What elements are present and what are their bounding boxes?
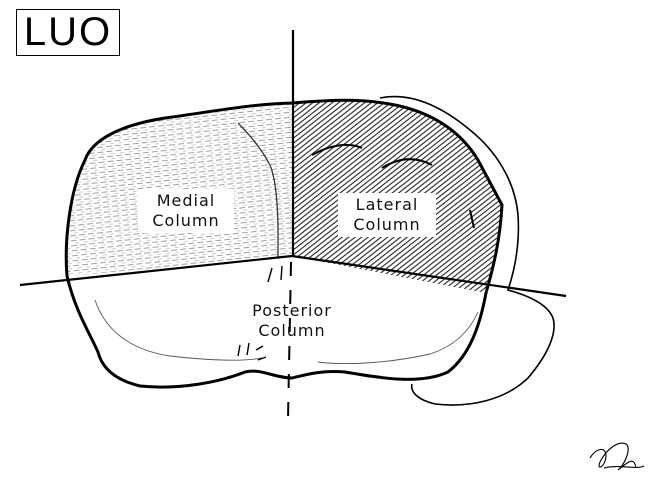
medial-label-line1: Medial [142,191,230,211]
posterior-column-label: Posterior Column [240,299,344,343]
medial-label-line2: Column [142,211,230,231]
signature-mark [590,443,644,470]
medial-column-label: Medial Column [138,189,234,233]
posterior-label-line1: Posterior [244,301,340,321]
lateral-column-label: Lateral Column [338,193,436,237]
posterior-label-line2: Column [244,321,340,341]
lateral-label-line2: Column [342,215,432,235]
title-box: LUO [16,9,120,56]
title-text: LUO [24,10,112,55]
lateral-label-line1: Lateral [342,195,432,215]
